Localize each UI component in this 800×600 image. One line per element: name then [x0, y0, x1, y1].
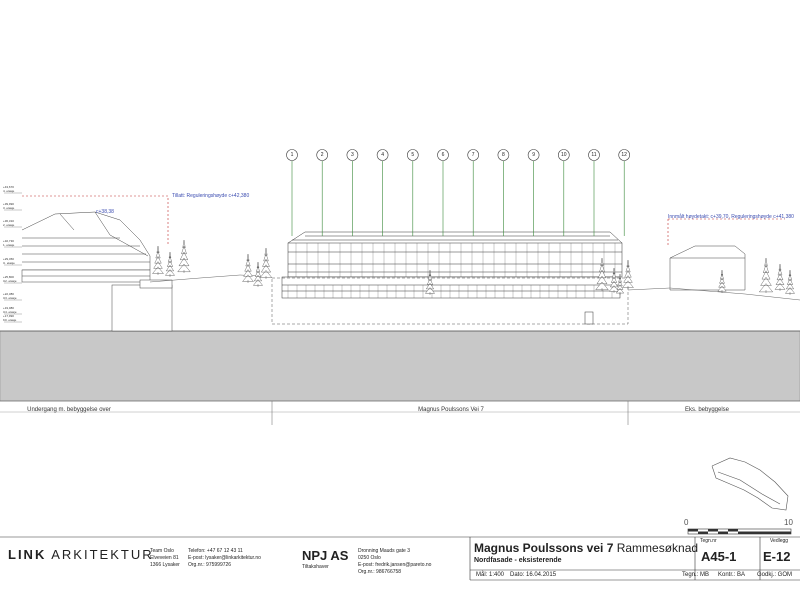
grid-axis-bubble: [497, 149, 510, 161]
tree: [774, 263, 786, 291]
tree: [259, 247, 273, 279]
client-street: Dronning Mauds gate 3: [358, 548, 410, 554]
section-label-center: Magnus Poulssons Vei 7: [418, 407, 484, 413]
section-label-right: Eks. bebyggelse: [684, 407, 730, 413]
client-city: 0250 Oslo: [358, 555, 381, 561]
annotation-left-small: c+38,38: [96, 209, 114, 215]
annotation-left: Tillatt: Reguleringshøyde c+42,380: [172, 193, 250, 199]
grid-axis-label: 8: [502, 152, 505, 158]
section-label-left: Undergang m. bebyggelse over: [27, 407, 111, 413]
client-name: NPJ AS: [302, 548, 349, 563]
grid-axis-label: 9: [532, 152, 535, 158]
tree: [608, 267, 620, 293]
grid-axis-bubble: [437, 149, 449, 161]
grid-axis-label: 7: [471, 152, 475, 158]
grid-axis-bubble: [406, 149, 419, 161]
grid-axis-label: 4: [381, 152, 384, 158]
grid-axis-bubble: [467, 149, 480, 161]
tree: [615, 273, 625, 295]
client-org: Org.nr.: 986766758: [358, 569, 402, 575]
grid-axis-bubble: [376, 149, 389, 161]
title-block-frame: [0, 536, 800, 581]
architect-logo: LINK ARKITEKTUR: [8, 547, 154, 562]
grid-axis-bubble: [316, 149, 329, 161]
drawing-date: Dato: 16.04.2015: [510, 572, 557, 578]
drawing-scale: Mål: 1:400: [476, 572, 505, 578]
grid-axis-label: 3: [351, 152, 354, 158]
architect-street: Elveveien 81: [150, 555, 179, 561]
grid-axis-label: 2: [320, 152, 324, 158]
left-building: [21, 211, 173, 332]
key-plan: [711, 457, 789, 511]
annotation-right: Innmålt høydetakt: c+39,70, Reguleringsh…: [668, 214, 794, 220]
project-title: Magnus Poulssons vei 7 Rammesøknad: [474, 541, 699, 555]
appendix-label: Vedlegg: [770, 538, 789, 544]
architect-phone: Telefon: +47 67 12 43 11: [188, 548, 243, 554]
scale-bar: [687, 528, 792, 535]
client-role: Tiltakshaver: [302, 564, 329, 570]
appendix-number: E-12: [763, 549, 791, 564]
grid-axes: [286, 149, 631, 236]
main-building: [271, 231, 629, 325]
scale-end: 10: [784, 518, 793, 527]
approved-by: Godkj.: GOM: [757, 572, 793, 578]
grid-axis-label: 6: [441, 152, 445, 158]
checked-by: Kontr.: BA: [718, 572, 746, 578]
tree: [252, 261, 264, 287]
tree: [717, 269, 727, 293]
drawing-number-label: Tegn.nr: [700, 538, 717, 544]
architect-org: Org.nr.: 975999726: [188, 562, 232, 568]
scale-start: 0: [684, 518, 689, 527]
grid-axis-bubble: [588, 149, 600, 161]
grid-axis-label: 1: [290, 152, 294, 158]
ground-section: [0, 330, 800, 402]
grid-axis-label: 5: [411, 152, 415, 158]
grid-axis-bubble: [618, 149, 631, 161]
tree: [758, 257, 774, 293]
grid-axis-bubble: [527, 149, 540, 161]
grid-axis-label: 12: [621, 152, 627, 158]
grid-axis-label: 10: [561, 152, 567, 158]
grid-axis-label: 11: [591, 152, 597, 158]
tree: [152, 245, 164, 275]
drawn-by: Tegn.: MB: [682, 572, 710, 578]
level-markers: [4, 192, 22, 323]
tree: [242, 253, 254, 283]
client-email: E-post: fredrik.jansen@pareto.no: [358, 562, 432, 568]
tree: [177, 239, 191, 273]
trees: [152, 239, 796, 295]
tree: [622, 259, 634, 289]
tree: [595, 257, 609, 291]
project-subtitle: Nordfasade - eksisterende: [474, 557, 562, 564]
tree: [784, 269, 796, 295]
tree: [164, 251, 176, 277]
architect-team: Team Oslo: [150, 548, 174, 554]
grid-axis-bubble: [286, 149, 298, 161]
right-building: [669, 245, 746, 291]
tree: [424, 269, 436, 295]
architect-city: 1366 Lysaker: [150, 562, 180, 568]
facade-mullions: [287, 243, 616, 298]
architect-email: E-post: lysaker@linkarkitektur.no: [188, 555, 261, 561]
grid-axis-bubble: [557, 149, 570, 161]
grid-axis-bubble: [346, 149, 359, 161]
drawing-number: A45-1: [701, 549, 737, 564]
title-block: LINK ARKITEKTUR Team Oslo Elveveien 81 1…: [0, 537, 800, 600]
